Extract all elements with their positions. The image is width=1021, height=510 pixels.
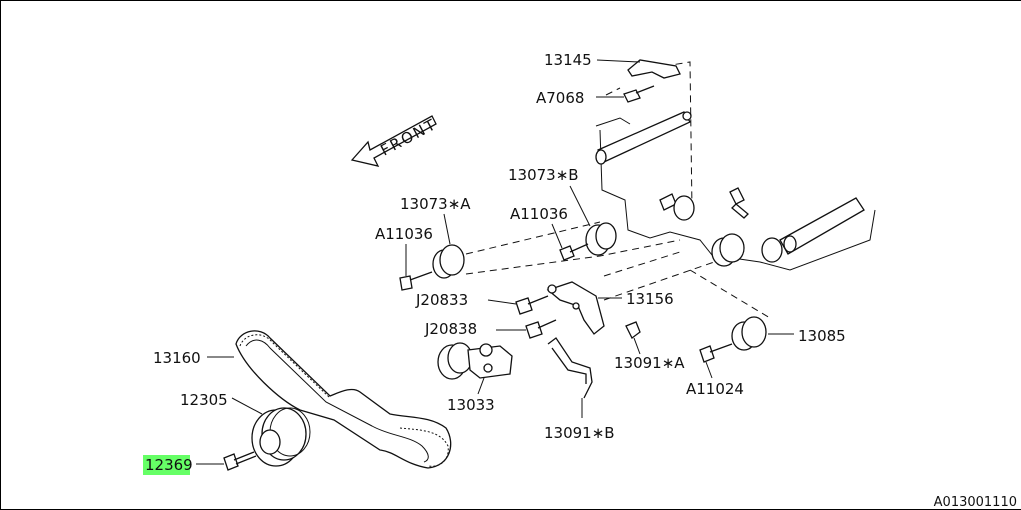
label-13091B: 13091∗B: [544, 424, 615, 442]
bolt-A7068[interactable]: A7068: [536, 85, 655, 107]
idler-13073A[interactable]: 13073∗A: [400, 195, 681, 279]
label-13145: 13145: [544, 51, 592, 69]
bracket-13091B[interactable]: 13091∗B: [544, 337, 615, 442]
bolt-A11036-center[interactable]: A11036: [510, 205, 589, 261]
front-arrow: FRONT: [350, 115, 440, 167]
label-A11036-center: A11036: [510, 205, 568, 223]
crank-pulley-12305[interactable]: 12305: [180, 391, 311, 467]
label-A11036-left: A11036: [375, 225, 433, 243]
tensioner-13033[interactable]: 13033: [437, 342, 513, 414]
label-13156: 13156: [626, 290, 674, 308]
cover-13145[interactable]: 13145: [544, 51, 681, 79]
label-13160: 13160: [153, 349, 201, 367]
label-J20833: J20833: [415, 291, 468, 309]
label-13091A: 13091∗A: [614, 354, 685, 372]
bolt-A11036-left[interactable]: A11036: [375, 225, 433, 291]
figure-code: A013001110: [934, 495, 1017, 510]
label-J20838: J20838: [424, 320, 477, 338]
label-12305: 12305: [180, 391, 228, 409]
idler-13073B[interactable]: 13073∗B: [508, 166, 617, 256]
bolt-J20838[interactable]: J20838: [424, 319, 557, 339]
idler-13085[interactable]: 13085: [689, 269, 846, 351]
cam-clips: [659, 187, 749, 267]
label-12369: 12369: [145, 456, 193, 474]
bracket-13156[interactable]: 13156: [546, 251, 721, 335]
timing-belt-13160[interactable]: 13160: [153, 330, 452, 469]
bolt-J20833[interactable]: J20833: [415, 291, 549, 315]
bolt-A11024[interactable]: A11024: [686, 343, 744, 398]
label-13073A: 13073∗A: [400, 195, 471, 213]
highlight-12369: [143, 455, 190, 475]
label-13033: 13033: [447, 396, 495, 414]
bolt-12369[interactable]: 12369: [145, 451, 257, 474]
front-label: FRONT: [377, 115, 440, 160]
label-13073B: 13073∗B: [508, 166, 579, 184]
label-A11024: A11024: [686, 380, 744, 398]
camshaft-right: [761, 197, 865, 263]
clip-13091A[interactable]: 13091∗A: [614, 321, 685, 372]
label-A7068: A7068: [536, 89, 584, 107]
label-13085: 13085: [798, 327, 846, 345]
camshaft-upper: [595, 111, 692, 165]
